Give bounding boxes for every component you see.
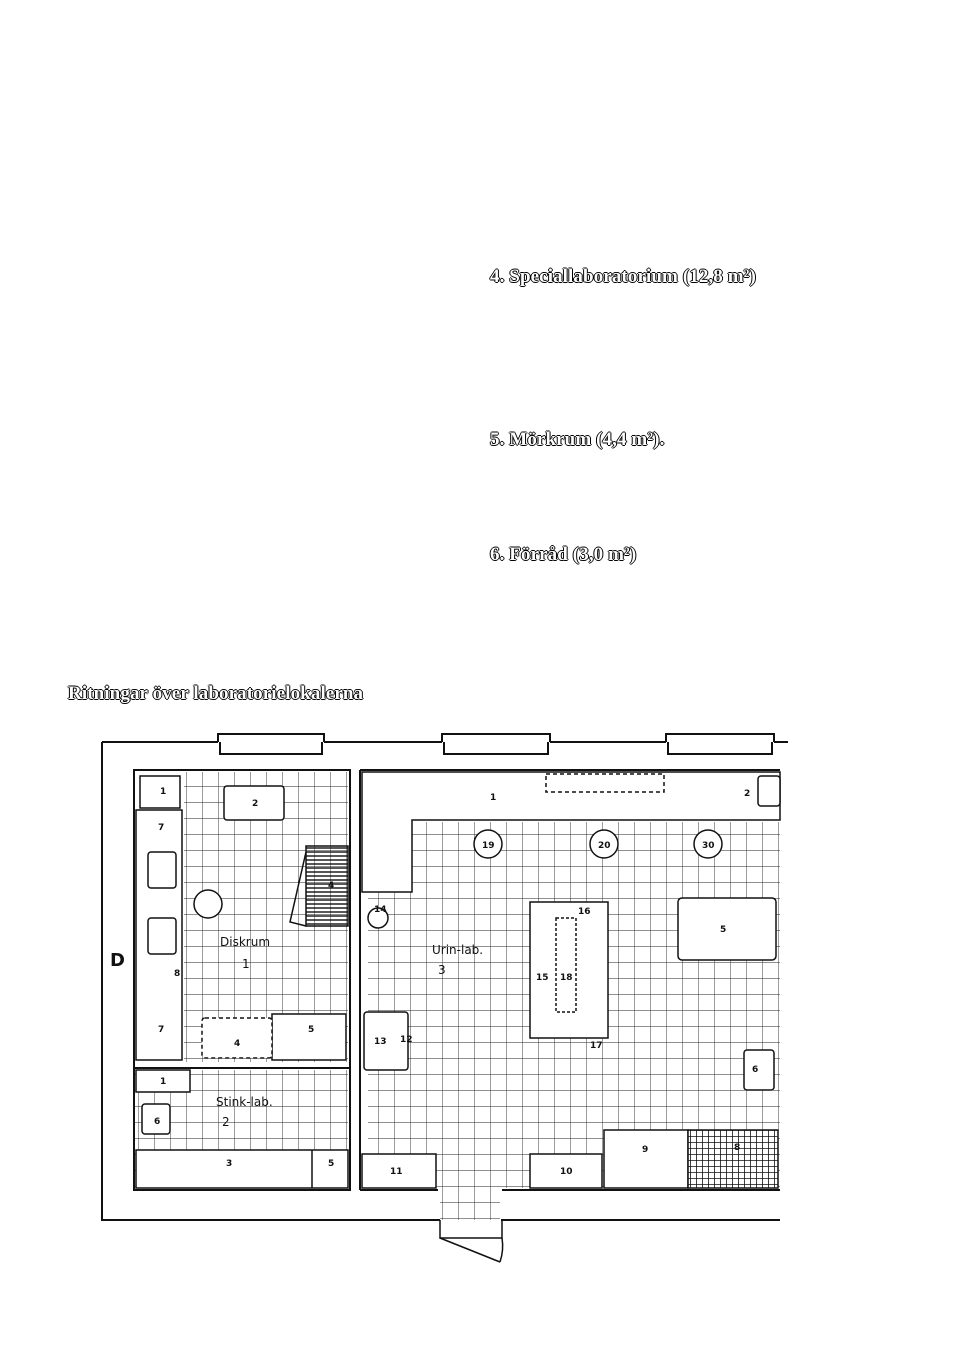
floor-plan: 1 2 7 4 8 7 4 5 1 6 3 5 D Diskrum 1 Stin… xyxy=(101,733,788,1263)
item-17: 17 xyxy=(590,1041,603,1051)
item-10: 10 xyxy=(560,1167,573,1177)
room-name-diskrum: Diskrum xyxy=(220,935,270,949)
urin-lab-fixtures xyxy=(361,771,781,1189)
item-15: 15 xyxy=(536,973,549,983)
room-number-diskrum: 1 xyxy=(242,957,250,971)
room-name-urin-lab: Urin-lab. xyxy=(432,943,483,957)
figure-caption: Ritningar över laboratorielokalerna xyxy=(68,683,364,704)
item-4: 4 xyxy=(328,881,334,891)
item-8: 8 xyxy=(174,969,180,979)
item-16: 16 xyxy=(578,907,591,917)
item-19: 19 xyxy=(482,841,495,851)
side-label-d: D xyxy=(110,950,125,971)
item-2: 2 xyxy=(252,799,258,809)
item-11: 11 xyxy=(390,1167,403,1177)
item-9: 9 xyxy=(642,1145,648,1155)
room-number-urin-lab: 3 xyxy=(438,963,446,977)
item-6: 6 xyxy=(154,1117,160,1127)
entrance-door xyxy=(439,1220,504,1263)
item-14: 14 xyxy=(374,905,387,915)
item-3: 3 xyxy=(226,1159,232,1169)
item-13: 13 xyxy=(374,1037,387,1047)
item-r5: 5 xyxy=(720,925,726,935)
item-r8: 8 xyxy=(734,1143,740,1153)
item-5: 5 xyxy=(308,1025,314,1035)
heading-morkrum: 5. Mörkrum (4,4 m²). xyxy=(490,429,665,450)
item-r1: 1 xyxy=(490,793,496,803)
item-30: 30 xyxy=(702,841,715,851)
item-7a: 7 xyxy=(158,823,164,833)
item-4b: 4 xyxy=(234,1039,240,1049)
room-name-stink-lab: Stink-lab. xyxy=(216,1095,273,1109)
item-r6: 6 xyxy=(752,1065,758,1075)
item-5b: 5 xyxy=(328,1159,334,1169)
item-20: 20 xyxy=(598,841,611,851)
item-1: 1 xyxy=(160,787,166,797)
item-12: 12 xyxy=(400,1035,413,1045)
item-r2: 2 xyxy=(744,789,750,799)
room-number-stink-lab: 2 xyxy=(222,1115,230,1129)
item-7b: 7 xyxy=(158,1025,164,1035)
item-18: 18 xyxy=(560,973,573,983)
heading-speciallaboratorium: 4. Speciallaboratorium (12,8 m²) xyxy=(490,266,756,287)
entrance-floor xyxy=(440,1188,500,1220)
diskrum-fixtures xyxy=(135,775,349,1189)
heading-forrad: 6. Förråd (3,0 m²) xyxy=(490,544,637,565)
inner-walls xyxy=(133,769,780,1191)
outer-walls xyxy=(101,733,788,1221)
item-1b: 1 xyxy=(160,1077,166,1087)
